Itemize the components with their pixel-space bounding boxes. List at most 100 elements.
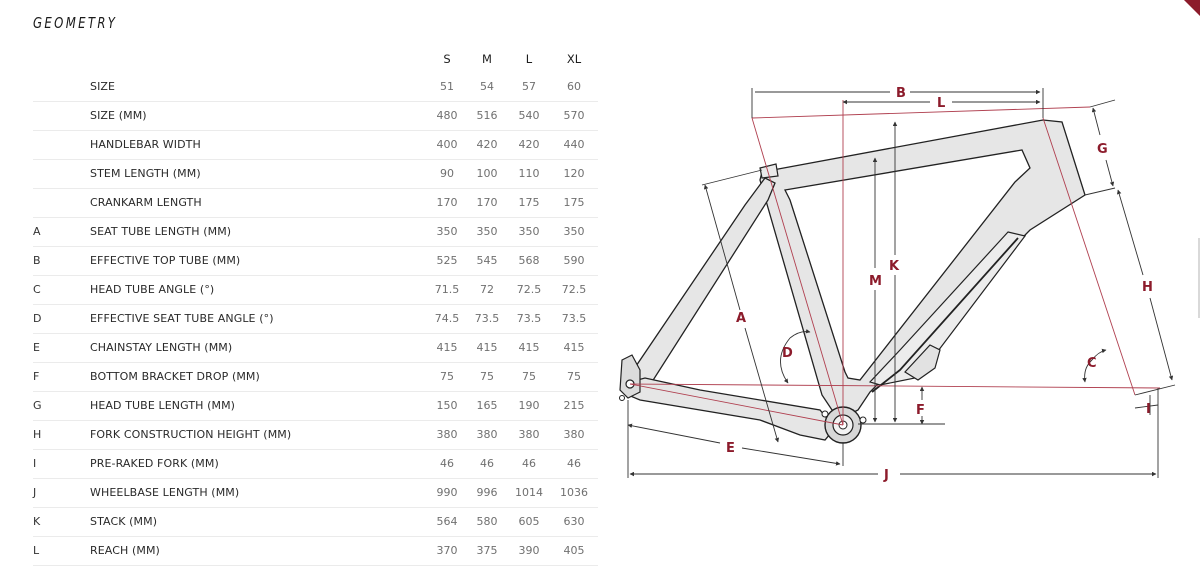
- row-label: STEM LENGTH (MM): [90, 167, 201, 180]
- dim-label-h: H: [1142, 280, 1153, 295]
- row-label: PRE-RAKED FORK (MM): [90, 457, 219, 470]
- row-value-m: 73.5: [474, 312, 500, 325]
- row-value-m: 545: [476, 254, 498, 267]
- row-label: HEAD TUBE LENGTH (MM): [90, 399, 236, 412]
- motor-housing: [904, 344, 941, 381]
- row-label: SIZE: [90, 80, 116, 93]
- row-value-m: 100: [476, 167, 498, 180]
- row-value-l: 175: [518, 196, 540, 209]
- row-value-s: 350: [436, 225, 458, 238]
- row-value-s: 74.5: [434, 312, 460, 325]
- size-header-l: L: [525, 52, 533, 66]
- row-value-s: 170: [436, 196, 458, 209]
- row-value-l: 568: [518, 254, 540, 267]
- dim-label-g: G: [1097, 142, 1108, 157]
- row-value-xl: 590: [563, 254, 585, 267]
- dim-label-i: I: [1146, 402, 1151, 417]
- row-value-s: 525: [436, 254, 458, 267]
- downtube-cable: [871, 237, 1019, 393]
- row-value-xl: 120: [563, 167, 585, 180]
- row-value-xl: 215: [563, 399, 585, 412]
- row-label: BOTTOM BRACKET DROP (MM): [90, 370, 260, 383]
- dimension-lines: [627, 88, 1176, 478]
- row-value-l: 46: [522, 457, 536, 470]
- row-value-l: 75: [522, 370, 536, 383]
- bb-bolt: [821, 410, 829, 418]
- row-value-s: 380: [436, 428, 458, 441]
- row-value-xl: 380: [563, 428, 585, 441]
- row-value-s: 990: [436, 486, 458, 499]
- dimension-letters: B L G H K M A D C F I E J: [726, 86, 1153, 483]
- row-value-xl: 440: [563, 138, 585, 151]
- row-value-s: 90: [440, 167, 454, 180]
- row-label: FORK CONSTRUCTION HEIGHT (MM): [90, 428, 292, 441]
- row-label: EFFECTIVE SEAT TUBE ANGLE (°): [90, 312, 274, 325]
- dim-label-a: A: [736, 311, 746, 326]
- row-dimension-letter: L: [33, 544, 40, 557]
- row-dimension-letter: A: [33, 225, 41, 238]
- row-dimension-letter: I: [33, 457, 37, 470]
- dim-label-f: F: [916, 403, 925, 418]
- row-value-m: 380: [476, 428, 498, 441]
- frame-diagram-svg: B L G H K M A D C F I E J: [619, 86, 1176, 483]
- row-value-l: 57: [522, 80, 536, 93]
- dim-label-e: E: [726, 441, 735, 456]
- main-triangle: [759, 119, 1086, 416]
- row-value-m: 165: [476, 399, 498, 412]
- row-dimension-letter: G: [33, 399, 42, 412]
- row-value-xl: 350: [563, 225, 585, 238]
- row-value-m: 46: [480, 457, 494, 470]
- row-value-s: 370: [436, 544, 458, 557]
- row-dimension-letter: K: [33, 515, 41, 528]
- row-value-xl: 72.5: [561, 283, 587, 296]
- table-row: B EFFECTIVE TOP TUBE (MM) 525 545 568 590: [33, 247, 598, 276]
- row-value-xl: 73.5: [561, 312, 587, 325]
- size-header-xl: XL: [566, 52, 582, 66]
- row-value-m: 375: [476, 544, 498, 557]
- corner-accent: [1184, 0, 1200, 16]
- row-value-s: 150: [436, 399, 458, 412]
- row-label: EFFECTIVE TOP TUBE (MM): [90, 254, 241, 267]
- seat-stay: [631, 177, 776, 386]
- row-value-xl: 75: [567, 370, 581, 383]
- row-value-xl: 46: [567, 457, 581, 470]
- row-value-l: 350: [518, 225, 540, 238]
- edge-divider: [1198, 238, 1200, 318]
- row-dimension-letter: J: [33, 486, 37, 499]
- row-label: HANDLEBAR WIDTH: [90, 138, 201, 151]
- row-dimension-letter: B: [33, 254, 41, 267]
- row-value-s: 564: [436, 515, 458, 528]
- row-value-s: 415: [436, 341, 458, 354]
- row-label: REACH (MM): [90, 544, 160, 557]
- bb-bolt-2: [859, 416, 867, 424]
- row-value-m: 75: [480, 370, 494, 383]
- row-value-s: 400: [436, 138, 458, 151]
- seat-collar: [759, 163, 779, 179]
- row-label: SEAT TUBE LENGTH (MM): [90, 225, 232, 238]
- row-value-s: 71.5: [434, 283, 460, 296]
- row-value-l: 540: [518, 109, 540, 122]
- row-value-m: 170: [476, 196, 498, 209]
- row-value-l: 415: [518, 341, 540, 354]
- dim-label-m: M: [869, 274, 882, 289]
- dim-label-b: B: [896, 86, 906, 101]
- row-value-xl: 175: [563, 196, 585, 209]
- row-value-l: 1014: [515, 486, 543, 499]
- rear-dropout: [619, 354, 641, 399]
- row-value-l: 390: [518, 544, 540, 557]
- row-value-m: 54: [480, 80, 494, 93]
- row-dimension-letter: F: [33, 370, 40, 383]
- row-value-l: 72.5: [516, 283, 542, 296]
- row-value-s: 480: [436, 109, 458, 122]
- row-label: CHAINSTAY LENGTH (MM): [90, 341, 233, 354]
- dim-label-l: L: [937, 96, 945, 111]
